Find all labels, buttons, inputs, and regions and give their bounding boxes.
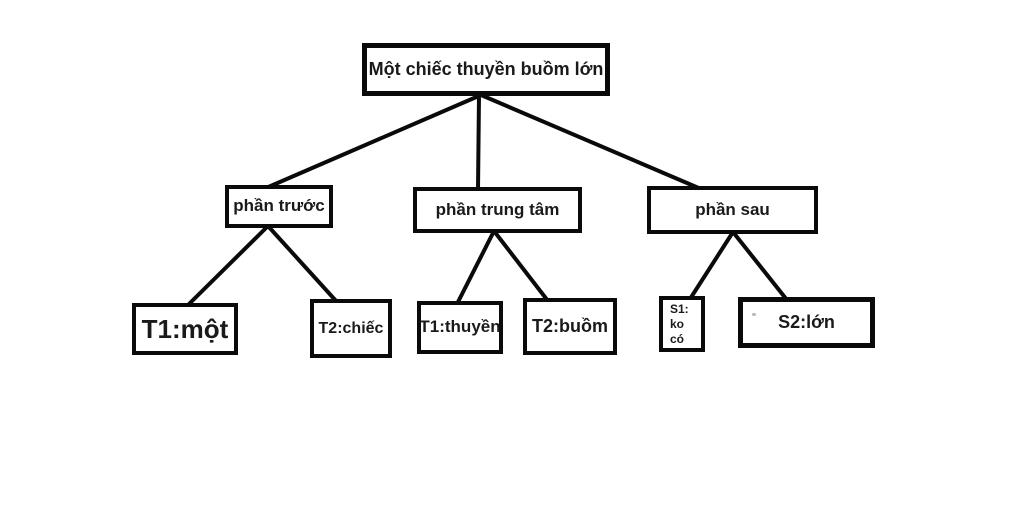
- edge-root-phan-sau: [480, 93, 702, 191]
- edge-phan-sau-s1: [688, 230, 735, 301]
- edge-phan-trung-tam-t1-thuyen: [455, 230, 496, 305]
- edge-root-phan-truoc: [265, 93, 482, 190]
- node-t1-thuyen: T1:thuyền: [417, 301, 503, 354]
- node-s2-lon: S2:lớn: [738, 297, 875, 348]
- edge-phan-sau-s2-lon: [731, 230, 789, 302]
- edge-root-phan-trung-tam: [476, 94, 481, 191]
- node-phan-truoc: phần trước: [225, 185, 333, 228]
- edge-phan-trung-tam-t2-buom: [492, 229, 550, 303]
- node-phan-trung-tam: phần trung tâm: [413, 187, 582, 233]
- smudge-artifact: [752, 313, 756, 316]
- edge-phan-truoc-t2-chiec: [266, 224, 339, 304]
- node-phan-sau: phần sau: [647, 186, 818, 234]
- node-t2-buom: T2:buồm: [523, 298, 617, 355]
- node-s1-ko-co: S1: ko có: [659, 296, 705, 352]
- node-t2-chiec: T2:chiếc: [310, 299, 392, 358]
- node-t1-mot: T1:một: [132, 303, 238, 355]
- node-root: Một chiếc thuyền buồm lớn: [362, 43, 610, 96]
- edge-phan-truoc-t1-mot: [185, 224, 270, 308]
